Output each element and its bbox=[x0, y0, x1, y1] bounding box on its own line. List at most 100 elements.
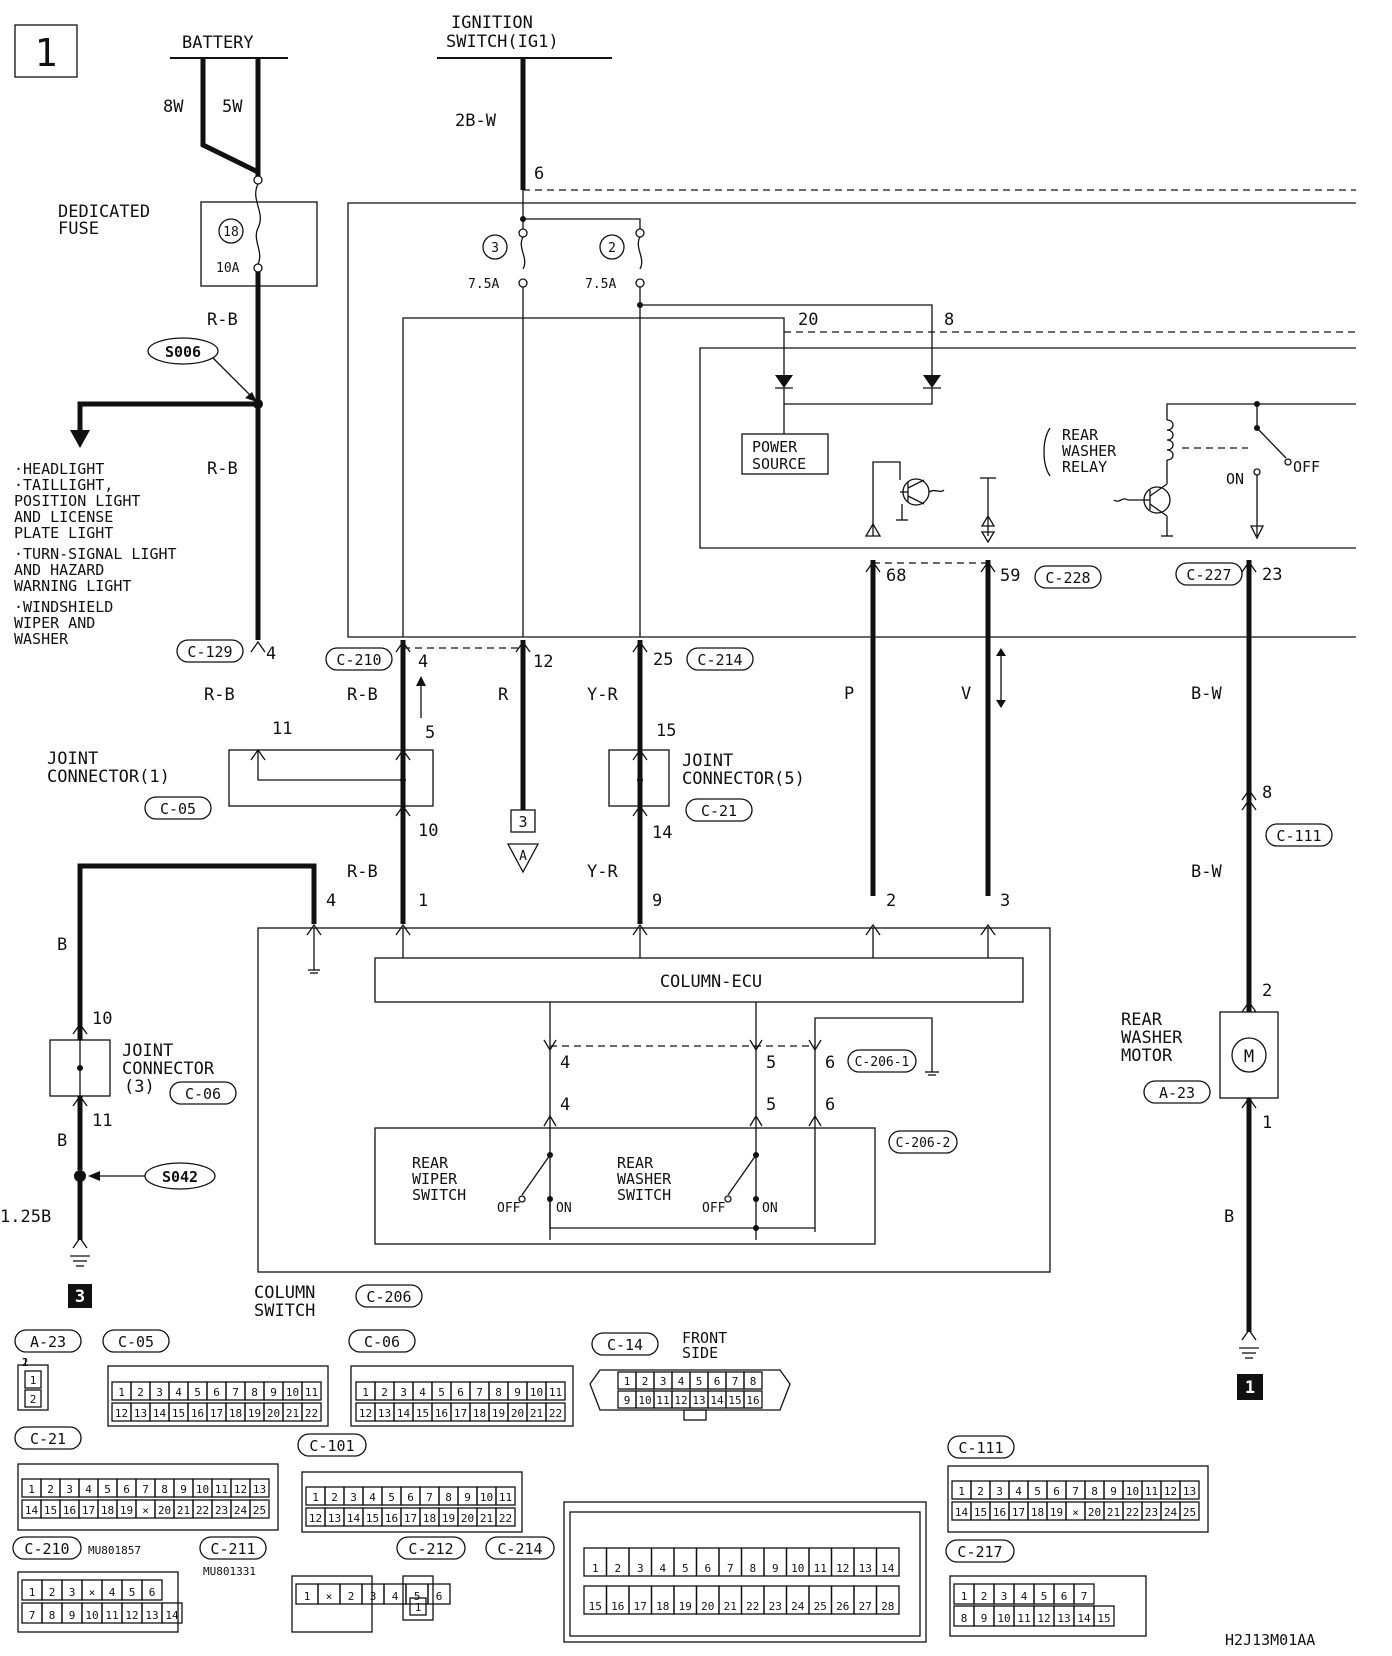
rear-wiper-on: ON bbox=[556, 1201, 572, 1216]
c05-pin-number: 8 bbox=[251, 1386, 258, 1399]
c111-pin-number: 4 bbox=[1015, 1485, 1022, 1498]
page-number: 1 bbox=[35, 31, 58, 75]
connector-c111-tag bbox=[1265, 823, 1333, 847]
c217-pin-number: 3 bbox=[1001, 1590, 1008, 1603]
pin-12-label: 12 bbox=[533, 652, 553, 672]
wire-bw-label-2: B-W bbox=[1191, 862, 1222, 882]
c214-pin-number: 14 bbox=[881, 1562, 895, 1575]
a23-pin-cell bbox=[24, 1370, 42, 1389]
wire-yr-label-2: Y-R bbox=[587, 862, 618, 882]
c05-pin-number: 3 bbox=[156, 1386, 163, 1399]
c210-pin-number: 5 bbox=[129, 1586, 136, 1599]
rear-washer-contact bbox=[727, 1154, 757, 1196]
c101-pin-number: 2 bbox=[331, 1491, 338, 1504]
jc3-pin-10: 10 bbox=[92, 1009, 112, 1029]
c101-pin-number: 10 bbox=[480, 1491, 493, 1504]
c214-pin-number: 8 bbox=[749, 1562, 756, 1575]
c211-pin-number: × bbox=[326, 1590, 333, 1603]
pin-59-label: 59 bbox=[1000, 566, 1020, 586]
c210-pin-number: 14 bbox=[165, 1609, 179, 1622]
c111-pin-cell bbox=[1179, 1480, 1200, 1500]
legend-c101-label: C-101 bbox=[309, 1437, 354, 1455]
c214-pin-number: 24 bbox=[791, 1600, 805, 1613]
switch-pin-6b: 6 bbox=[825, 1095, 835, 1115]
rear-wiper-contact bbox=[521, 1154, 551, 1196]
c14-pin-number: 3 bbox=[660, 1375, 667, 1388]
c217-pin-cell bbox=[1093, 1605, 1115, 1627]
c21-pin-number: 19 bbox=[120, 1504, 133, 1517]
c21-pin-number: 11 bbox=[215, 1483, 228, 1496]
c217-pin-number: 6 bbox=[1061, 1590, 1068, 1603]
connector-c05-tag bbox=[144, 796, 212, 820]
joint-1-label-2: CONNECTOR(1) bbox=[47, 767, 170, 787]
c101-pin-number: 18 bbox=[423, 1512, 436, 1525]
wire-p-label: P bbox=[844, 684, 854, 704]
splice-s006-oval bbox=[147, 337, 219, 365]
wire-bw-label-1: B-W bbox=[1191, 684, 1222, 704]
c14-pin-number: 15 bbox=[728, 1394, 741, 1407]
c101-pin-number: 6 bbox=[407, 1491, 414, 1504]
c214-pin-number: 28 bbox=[881, 1600, 894, 1613]
legend-mu801331: MU801331 bbox=[203, 1565, 256, 1578]
c14-pin-number: 13 bbox=[692, 1394, 705, 1407]
c214-pin-number: 12 bbox=[836, 1562, 849, 1575]
rear-switch-box bbox=[374, 1127, 876, 1245]
c101-pin-number: 15 bbox=[366, 1512, 379, 1525]
c217-pin-number: 7 bbox=[1081, 1590, 1088, 1603]
c05-pin-number: 22 bbox=[305, 1407, 318, 1420]
c111-pin-number: 9 bbox=[1110, 1485, 1117, 1498]
c111-pin-number: 23 bbox=[1145, 1506, 1158, 1519]
connector-c129-label: C-129 bbox=[187, 643, 232, 661]
c111-pin-8: 8 bbox=[1262, 783, 1272, 803]
ground-ref-1-box bbox=[1237, 1374, 1263, 1400]
c101-pin-number: 22 bbox=[499, 1512, 512, 1525]
c211-pin-cell bbox=[427, 1583, 451, 1605]
c14-pin-number: 5 bbox=[696, 1375, 703, 1388]
joint-connector-1-box bbox=[228, 749, 434, 807]
c217-pin-number: 5 bbox=[1041, 1590, 1048, 1603]
c14-pin-cell bbox=[743, 1371, 763, 1390]
c06-pin-number: 16 bbox=[435, 1407, 448, 1420]
etacs-inner bbox=[699, 347, 1356, 549]
c21-pin-number: 13 bbox=[253, 1483, 266, 1496]
motor-symbol-label: M bbox=[1244, 1047, 1254, 1067]
c212-pin-cell bbox=[409, 1597, 427, 1616]
c05-pin-number: 17 bbox=[210, 1407, 223, 1420]
c111-pin-cell bbox=[1179, 1501, 1200, 1521]
c06-pin-number: 5 bbox=[438, 1386, 445, 1399]
c111-pin-number: 6 bbox=[1053, 1485, 1060, 1498]
c111-pin-number: 16 bbox=[993, 1506, 1006, 1519]
legend-c06-label: C-06 bbox=[364, 1333, 400, 1351]
c210-pin-number: 10 bbox=[85, 1609, 98, 1622]
c14-pin-number: 10 bbox=[638, 1394, 651, 1407]
power-source-label-2: SOURCE bbox=[752, 455, 806, 473]
rear-wiper-label-3: SWITCH bbox=[412, 1186, 466, 1204]
joint-3-label-3: (3) bbox=[124, 1077, 155, 1097]
svg-text:POSITION LIGHT: POSITION LIGHT bbox=[14, 492, 140, 510]
c214-pin-number: 5 bbox=[682, 1562, 689, 1575]
relay-contact bbox=[1256, 427, 1287, 459]
a23-pin-number: 2 bbox=[30, 1393, 37, 1406]
relay-on-label: ON bbox=[1226, 470, 1244, 488]
ref-a-label: A bbox=[519, 849, 527, 864]
c06-pin-number: 14 bbox=[397, 1407, 411, 1420]
c111-pin-number: 18 bbox=[1031, 1506, 1044, 1519]
c101-pin-number: 1 bbox=[312, 1491, 319, 1504]
legend-c14-label: C-14 bbox=[607, 1336, 643, 1354]
c217-pin-number: 12 bbox=[1037, 1612, 1050, 1625]
c21-pin-number: 14 bbox=[25, 1504, 39, 1517]
c111-pin-number: 19 bbox=[1050, 1506, 1063, 1519]
c111-pin-number: 17 bbox=[1012, 1506, 1025, 1519]
c214-pin-number: 15 bbox=[589, 1600, 602, 1613]
c21-pin-number: 7 bbox=[142, 1483, 149, 1496]
c111-pin-number: 22 bbox=[1126, 1506, 1139, 1519]
c05-pin-number: 4 bbox=[175, 1386, 182, 1399]
c21-pin-number: 22 bbox=[196, 1504, 209, 1517]
c101-pin-number: 7 bbox=[426, 1491, 433, 1504]
column-ecu-label: COLUMN-ECU bbox=[660, 972, 762, 992]
pin-68-label: 68 bbox=[886, 566, 906, 586]
c06-pin-number: 21 bbox=[530, 1407, 543, 1420]
c21-pin-number: 2 bbox=[47, 1483, 54, 1496]
pin-10-label: 10 bbox=[418, 821, 438, 841]
c111-pin-number: 20 bbox=[1088, 1506, 1101, 1519]
